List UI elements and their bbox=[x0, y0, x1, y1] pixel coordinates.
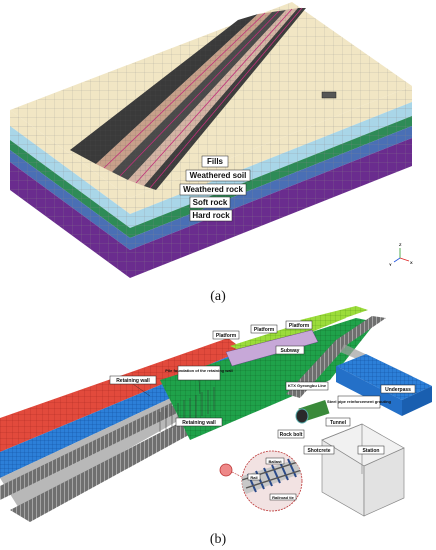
label-underpass: Underpass bbox=[380, 384, 416, 394]
label-retaining-wall-2: Retaining wall bbox=[175, 417, 223, 427]
y-axis-icon bbox=[393, 257, 401, 263]
label-ballast: Ballast bbox=[265, 457, 285, 465]
caption-b: (b) bbox=[210, 532, 227, 547]
label-platform-3: Platform bbox=[285, 320, 313, 330]
z-axis-label: Z bbox=[399, 242, 402, 247]
subway-box bbox=[225, 329, 319, 367]
layer-label-fills: Fills bbox=[201, 155, 229, 168]
svg-text:Railroad tie: Railroad tie bbox=[272, 495, 295, 500]
station-structure bbox=[321, 91, 337, 99]
layer-label-text: Fills bbox=[207, 157, 224, 166]
label-platform-2: Platform bbox=[250, 324, 278, 334]
svg-text:Station: Station bbox=[363, 448, 380, 454]
svg-text:Subway: Subway bbox=[281, 348, 300, 354]
label-station: Station bbox=[357, 445, 385, 455]
layer-label-text: Weathered soil bbox=[190, 171, 247, 180]
label-ktx-line: KTX Gyeongbu Line bbox=[285, 381, 329, 391]
figure-b-station-model bbox=[0, 306, 432, 522]
label-rock-bolt: Rock bolt bbox=[277, 429, 305, 439]
layer-label-text: Hard rock bbox=[192, 211, 230, 220]
y-axis-label: Y bbox=[389, 262, 392, 267]
svg-text:Rail: Rail bbox=[250, 475, 257, 480]
label-pile-foundation: Pile foundation of the retaining wall bbox=[165, 365, 233, 395]
tunnel bbox=[295, 400, 330, 424]
front-face-layers bbox=[10, 110, 130, 278]
pile-foundations bbox=[159, 387, 215, 432]
svg-text:KTX Gyeongbu Line: KTX Gyeongbu Line bbox=[288, 383, 327, 388]
svg-text:Retaining wall: Retaining wall bbox=[182, 420, 216, 426]
svg-text:Ballast: Ballast bbox=[268, 459, 282, 464]
svg-text:Rock bolt: Rock bolt bbox=[280, 432, 303, 438]
layer-label-text: Weathered rock bbox=[183, 185, 243, 194]
svg-text:Steel pipe reinforcement grout: Steel pipe reinforcement grouting bbox=[327, 399, 392, 404]
detail-magnifier bbox=[219, 450, 303, 512]
caption-a: (a) bbox=[210, 289, 226, 304]
axis-triad: Z X Y bbox=[389, 242, 413, 267]
label-steel-pipe: Steel pipe reinforcement grouting bbox=[327, 395, 392, 409]
label-shotcrete: Shotcrete bbox=[303, 445, 335, 455]
label-subway: Subway bbox=[275, 345, 305, 355]
svg-text:Shotcrete: Shotcrete bbox=[307, 448, 330, 454]
layer-label-hard-rock: Hard rock bbox=[189, 209, 233, 222]
label-retaining-wall-1: Retaining wall bbox=[109, 375, 157, 397]
svg-text:Platform: Platform bbox=[289, 323, 310, 329]
ktx-track bbox=[286, 316, 386, 398]
label-platform-1: Platform bbox=[212, 330, 240, 340]
svg-text:Retaining wall: Retaining wall bbox=[116, 378, 150, 384]
x-axis-label: X bbox=[410, 260, 413, 265]
label-rail: Rail bbox=[247, 473, 261, 481]
figure-a-ground-model bbox=[10, 2, 412, 278]
label-tunnel: Tunnel bbox=[325, 417, 351, 427]
svg-text:Platform: Platform bbox=[216, 333, 237, 339]
layer-label-text: Soft rock bbox=[193, 198, 228, 207]
station-box bbox=[321, 423, 405, 517]
label-railroad-tie: Railroad tie bbox=[269, 493, 297, 501]
layer-label-weathered-soil: Weathered soil bbox=[185, 169, 251, 182]
layer-label-weathered-rock: Weathered rock bbox=[179, 183, 247, 196]
svg-text:Tunnel: Tunnel bbox=[330, 420, 347, 426]
layer-label-soft-rock: Soft rock bbox=[189, 196, 231, 209]
railway-embankment bbox=[70, 7, 306, 190]
svg-text:Underpass: Underpass bbox=[385, 387, 411, 393]
svg-text:Pile foundation of the retaini: Pile foundation of the retaining wall bbox=[165, 368, 233, 373]
lime-platform-2 bbox=[300, 306, 368, 328]
x-axis-icon bbox=[399, 257, 410, 262]
svg-text:Platform: Platform bbox=[254, 327, 275, 333]
